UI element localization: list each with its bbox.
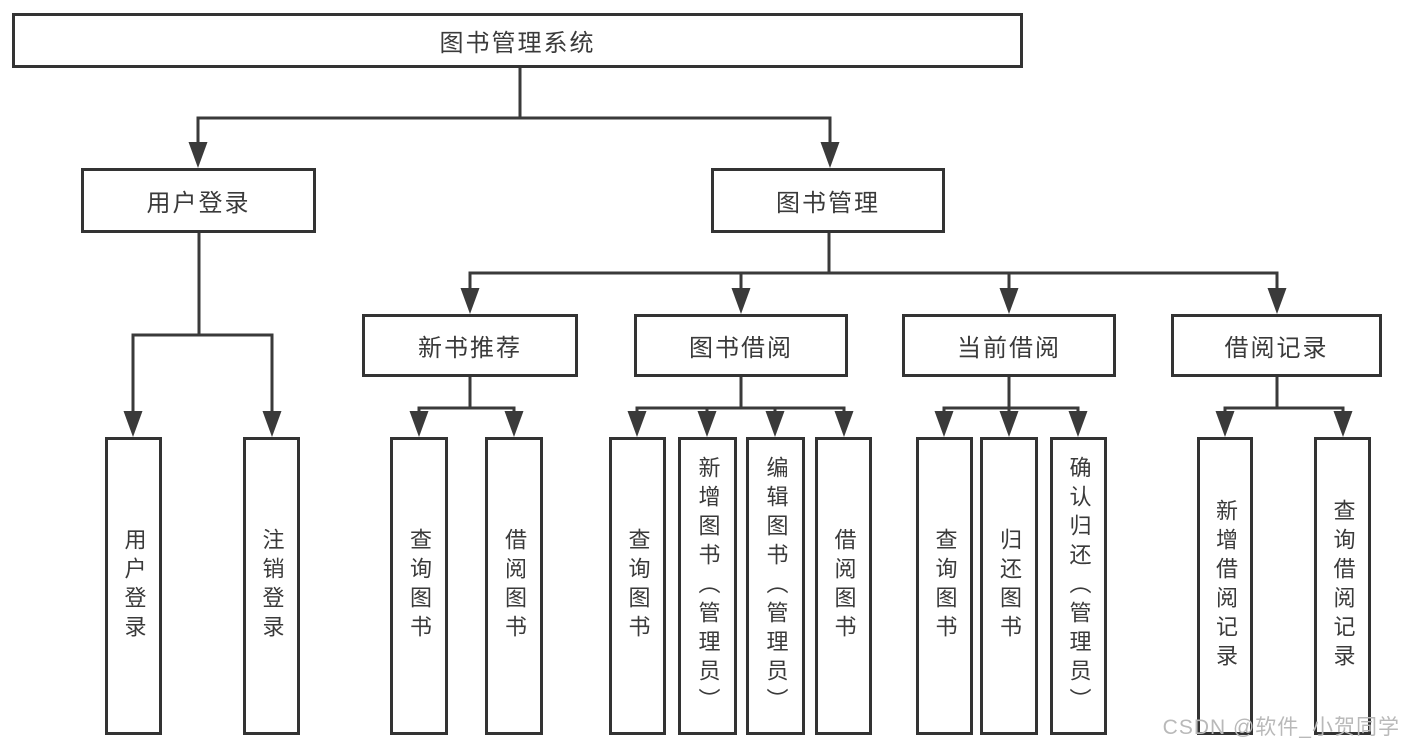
arrowhead-down-icon [460,288,480,314]
node-user-login: 用户登录 [81,168,316,233]
node-book-borrowing: 图书借阅 [634,314,848,377]
leaf-bb-edit-books: 编辑图书（管理员） [746,437,805,735]
arrowhead-down-icon [123,411,143,437]
leaf-bb-query-books-label: 查询图书 [625,528,651,644]
arrowhead-down-icon [1068,411,1088,437]
leaf-logout-label: 注销登录 [259,528,285,644]
leaf-bb-add-books: 新增图书（管理员） [678,437,737,735]
leaf-cb-query-books-label: 查询图书 [932,528,958,644]
arrowhead-down-icon [188,142,208,168]
arrowhead-down-icon [999,411,1019,437]
arrowhead-down-icon [1267,288,1287,314]
leaf-cb-return-books: 归还图书 [980,437,1038,735]
arrowhead-down-icon [697,411,717,437]
node-new-book-recommend: 新书推荐 [362,314,578,377]
node-book-management: 图书管理 [711,168,945,233]
node-current-borrowing-label: 当前借阅 [957,335,1061,362]
arrowhead-down-icon [1215,411,1235,437]
leaf-nb-query-books: 查询图书 [390,437,448,735]
leaf-bb-borrow-books-label: 借阅图书 [831,528,857,644]
node-library-system-label: 图书管理系统 [439,30,596,57]
leaf-bb-add-books-label: 新增图书（管理员） [695,455,721,717]
arrowhead-down-icon [627,411,647,437]
leaf-cb-confirm-return: 确认归还（管理员） [1050,437,1107,735]
node-borrow-records-label: 借阅记录 [1224,335,1329,362]
leaf-br-add-record: 新增借阅记录 [1197,437,1253,735]
arrowhead-down-icon [409,411,429,437]
leaf-user-login-label: 用户登录 [121,528,147,644]
node-new-book-recommend-label: 新书推荐 [418,335,522,362]
arrowhead-down-icon [504,411,524,437]
leaf-user-login: 用户登录 [105,437,162,735]
leaf-cb-return-books-label: 归还图书 [997,528,1022,644]
arrowhead-down-icon [834,411,854,437]
leaf-br-query-record: 查询借阅记录 [1314,437,1371,735]
leaf-logout: 注销登录 [243,437,300,735]
leaf-nb-query-books-label: 查询图书 [407,528,432,644]
node-library-system: 图书管理系统 [12,13,1023,68]
node-current-borrowing: 当前借阅 [902,314,1116,377]
leaf-bb-query-books: 查询图书 [609,437,666,735]
node-book-borrowing-label: 图书借阅 [689,335,793,362]
node-borrow-records: 借阅记录 [1171,314,1382,377]
arrowhead-down-icon [1333,411,1353,437]
leaf-br-add-record-label: 新增借阅记录 [1213,499,1238,673]
node-book-management-label: 图书管理 [776,190,880,217]
arrowhead-down-icon [731,288,751,314]
leaf-bb-borrow-books: 借阅图书 [815,437,872,735]
leaf-br-query-record-label: 查询借阅记录 [1330,499,1356,673]
leaf-nb-borrow-books-label: 借阅图书 [502,528,527,644]
leaf-cb-query-books: 查询图书 [916,437,973,735]
arrowhead-down-icon [934,411,954,437]
csdn-watermark: CSDN @软件_小贺同学 [1162,716,1400,739]
node-user-login-label: 用户登录 [146,190,251,217]
arrowhead-down-icon [765,411,785,437]
arrowhead-down-icon [262,411,282,437]
arrowhead-down-icon [999,288,1019,314]
leaf-bb-edit-books-label: 编辑图书（管理员） [763,455,789,717]
arrowhead-down-icon [820,142,840,168]
leaf-nb-borrow-books: 借阅图书 [485,437,543,735]
leaf-cb-confirm-return-label: 确认归还（管理员） [1066,455,1092,717]
